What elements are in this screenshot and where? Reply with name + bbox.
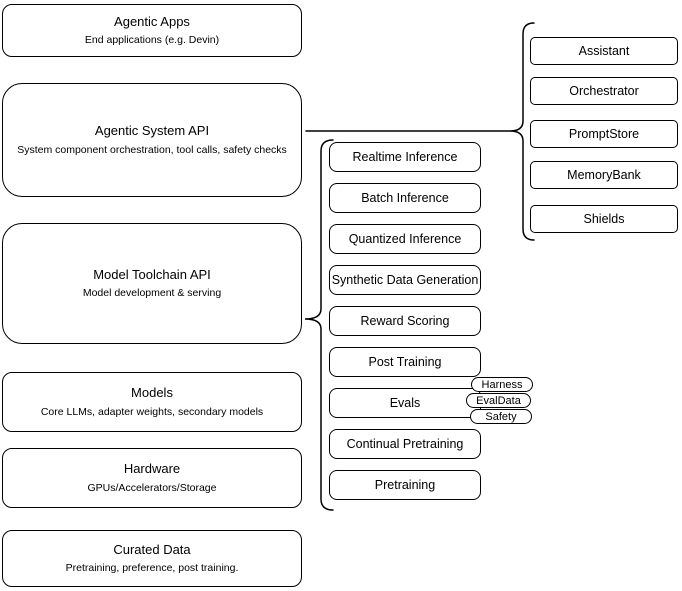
toolchain-item-pretraining: Pretraining: [329, 470, 481, 500]
component-item-label: PromptStore: [568, 127, 640, 141]
component-item-shields: Shields: [530, 205, 678, 233]
toolchain-item-label: Quantized Inference: [348, 232, 462, 246]
component-item-memorybank: MemoryBank: [530, 161, 678, 189]
toolchain-item-label: Continual Pretraining: [346, 437, 464, 451]
toolchain-item-reward-scoring: Reward Scoring: [329, 306, 481, 336]
toolchain-item-realtime-inference: Realtime Inference: [329, 142, 481, 172]
toolchain-item-continual-pretraining: Continual Pretraining: [329, 429, 481, 459]
box-subtitle: Core LLMs, adapter weights, secondary mo…: [40, 405, 264, 418]
stack-box-model-toolchain-api: Model Toolchain API Model development & …: [2, 223, 302, 344]
eval-badge-label: Safety: [485, 410, 517, 423]
toolchain-curly-brace: [304, 139, 334, 511]
toolchain-item-label: Batch Inference: [361, 191, 449, 205]
toolchain-item-label: Synthetic Data Generation: [331, 273, 479, 287]
component-item-label: Assistant: [578, 44, 630, 58]
toolchain-item-label: Realtime Inference: [352, 150, 458, 164]
toolchain-item-label: Reward Scoring: [360, 314, 450, 328]
eval-badge-evaldata: EvalData: [466, 393, 531, 408]
component-item-promptstore: PromptStore: [530, 120, 678, 148]
stack-box-models: Models Core LLMs, adapter weights, secon…: [2, 372, 302, 432]
box-subtitle: Model development & serving: [82, 287, 222, 300]
stack-box-agentic-apps: Agentic Apps End applications (e.g. Devi…: [2, 4, 302, 57]
stack-box-agentic-system-api: Agentic System API System component orch…: [2, 83, 302, 197]
toolchain-item-quantized-inference: Quantized Inference: [329, 224, 481, 254]
toolchain-item-label: Post Training: [368, 355, 442, 369]
box-subtitle: GPUs/Accelerators/Storage: [87, 481, 217, 494]
toolchain-item-post-training: Post Training: [329, 347, 481, 377]
eval-badge-label: Harness: [481, 378, 523, 391]
component-item-label: MemoryBank: [567, 168, 641, 182]
toolchain-item-synthetic-data-generation: Synthetic Data Generation: [329, 265, 481, 295]
eval-badge-safety: Safety: [470, 409, 532, 424]
toolchain-item-batch-inference: Batch Inference: [329, 183, 481, 213]
box-title: Hardware: [123, 461, 181, 476]
stack-box-hardware: Hardware GPUs/Accelerators/Storage: [2, 448, 302, 508]
box-subtitle: Pretraining, preference, post training.: [65, 562, 239, 575]
box-subtitle: System component orchestration, tool cal…: [17, 143, 287, 156]
box-title: Agentic Apps: [114, 13, 190, 29]
box-title: Model Toolchain API: [93, 266, 211, 282]
components-curly-brace: [509, 22, 535, 241]
component-item-label: Shields: [583, 212, 625, 226]
component-item-label: Orchestrator: [569, 84, 639, 98]
eval-badge-label: EvalData: [476, 394, 521, 407]
stack-box-curated-data: Curated Data Pretraining, preference, po…: [2, 530, 302, 587]
component-item-assistant: Assistant: [530, 37, 678, 65]
box-title: Curated Data: [113, 541, 191, 557]
toolchain-item-evals: Evals: [329, 388, 481, 418]
toolchain-item-label: Pretraining: [374, 478, 436, 492]
toolchain-item-label: Evals: [389, 396, 421, 410]
component-item-orchestrator: Orchestrator: [530, 77, 678, 105]
box-title: Agentic System API: [94, 123, 210, 138]
box-subtitle: End applications (e.g. Devin): [84, 34, 220, 47]
eval-badge-harness: Harness: [471, 377, 533, 392]
box-title: Models: [131, 385, 173, 400]
